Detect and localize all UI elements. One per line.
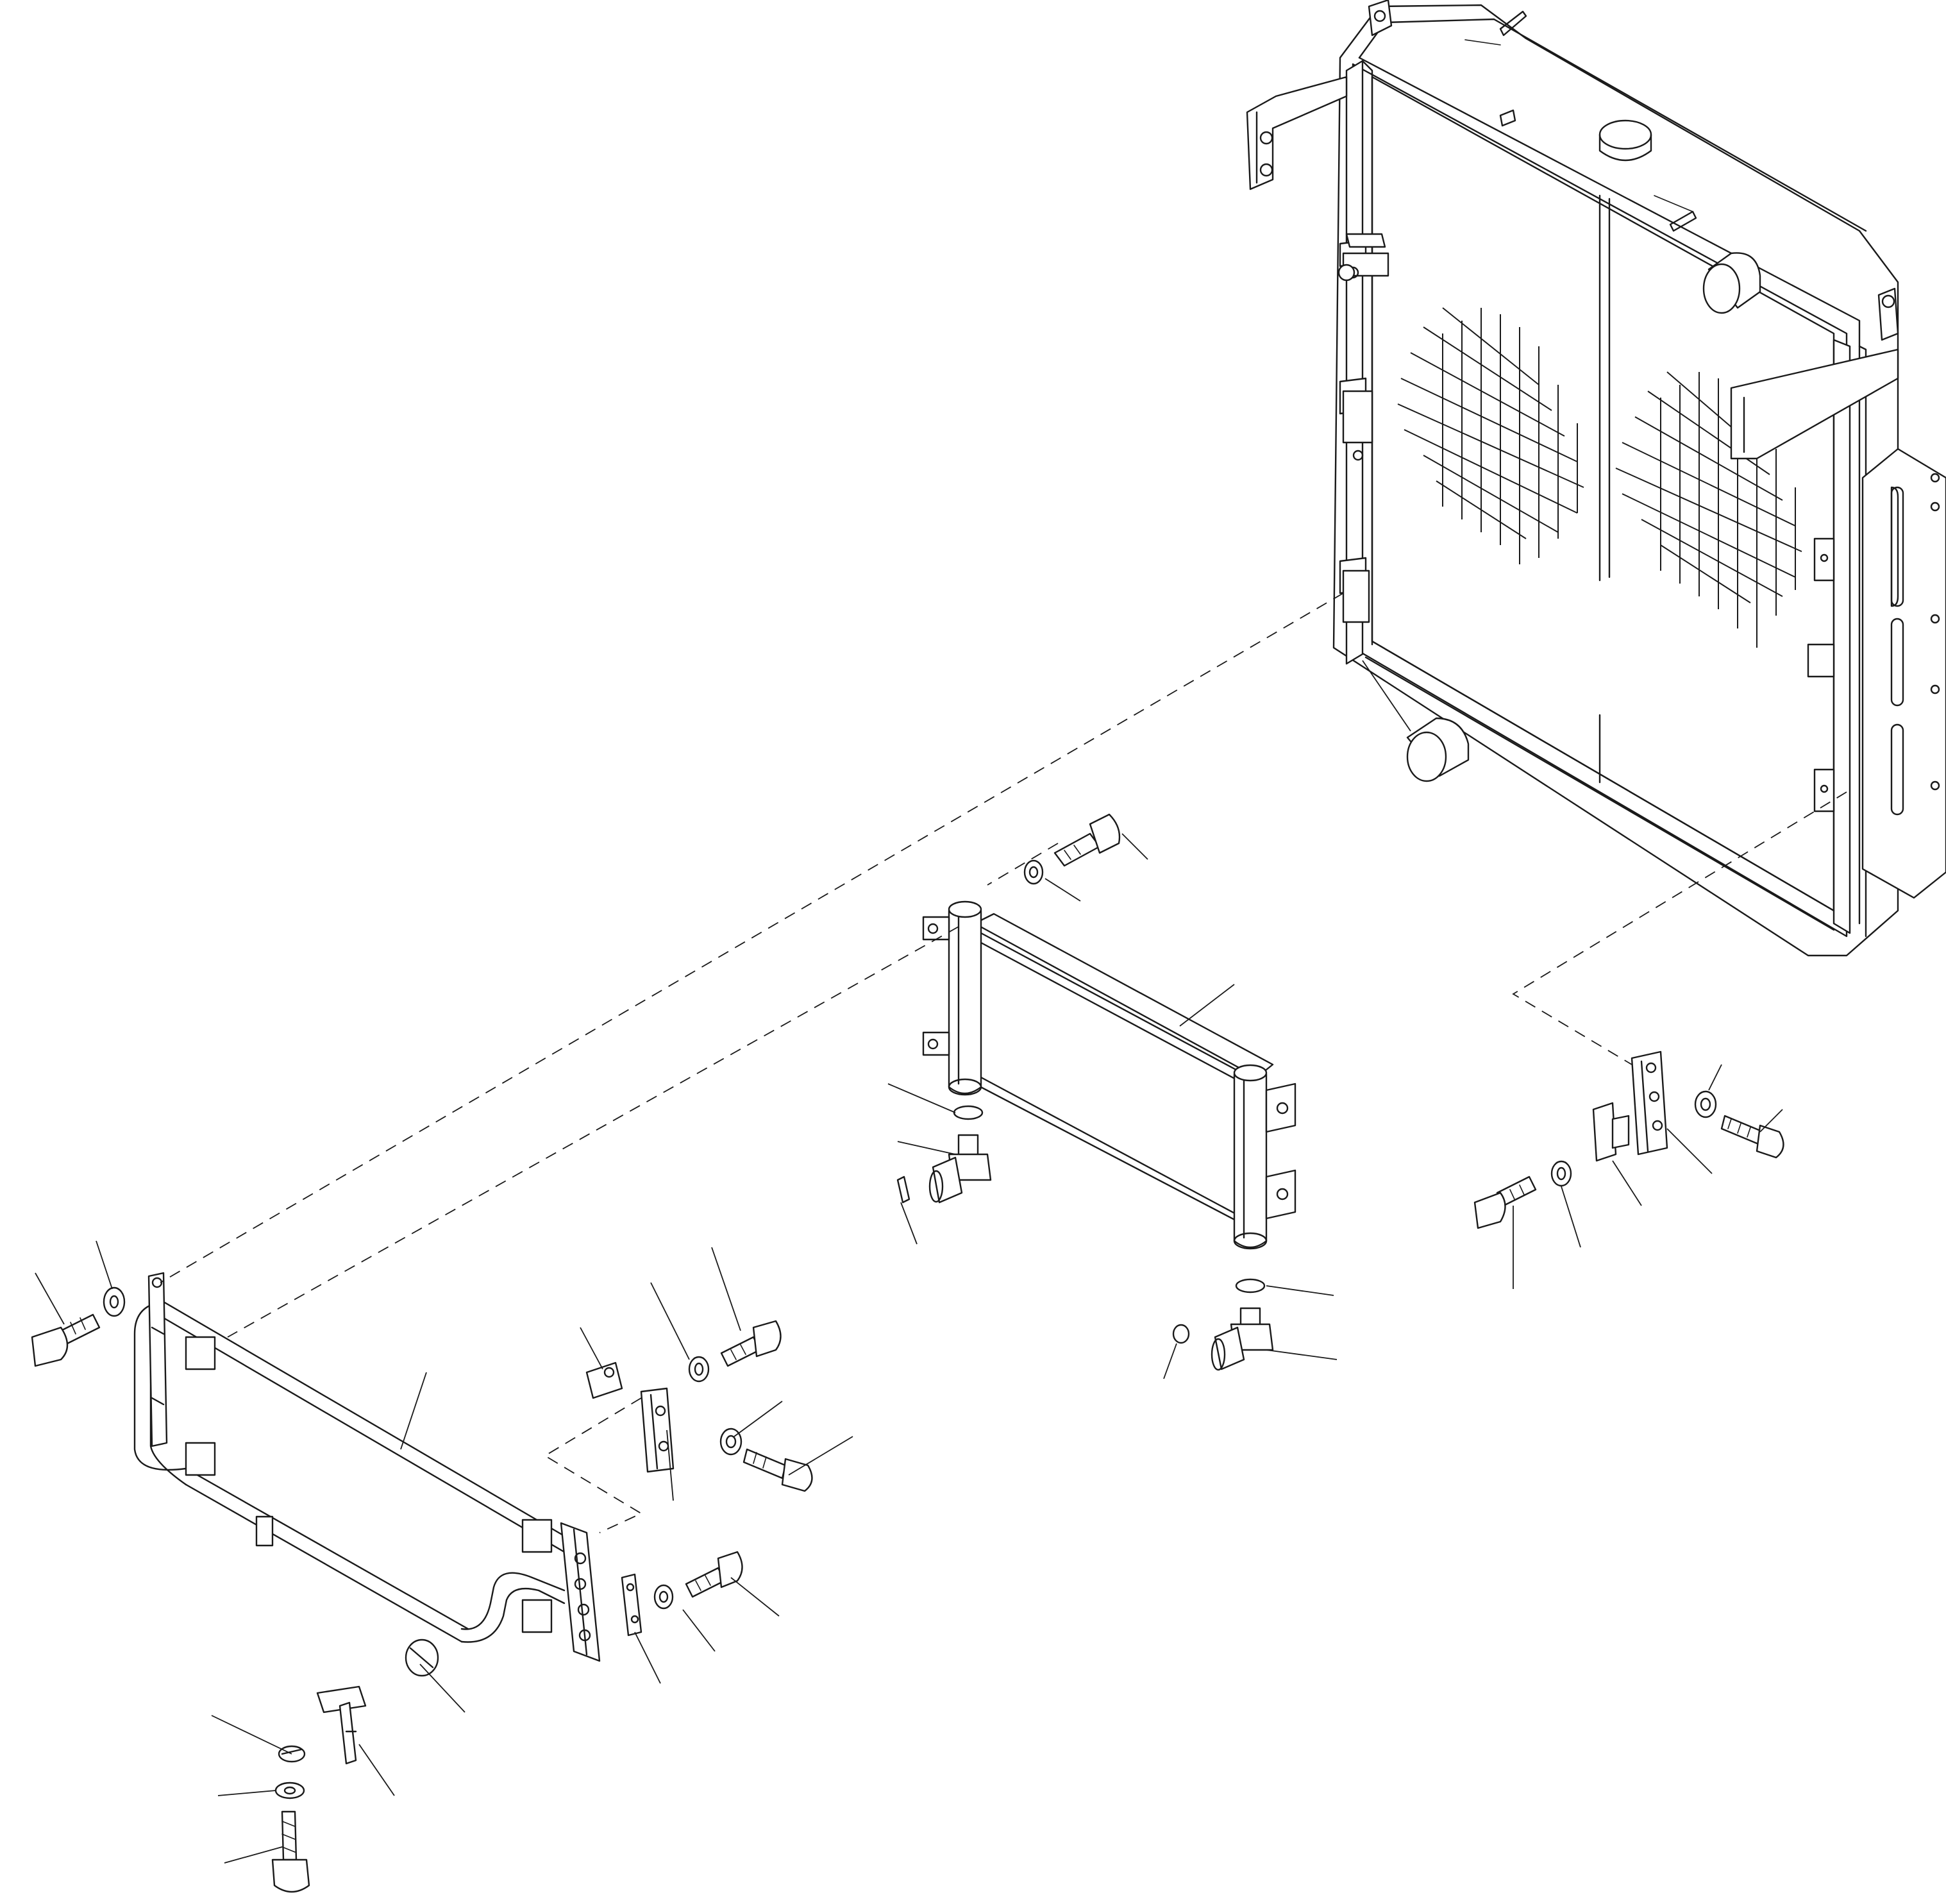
small-pin-left [896, 1175, 910, 1204]
bolt-right-upper [1720, 1115, 1784, 1159]
filler-cap [1598, 119, 1652, 162]
upper-left-bracket [1246, 76, 1348, 190]
bottom-washer-2 [274, 1782, 305, 1799]
side-guard-plate [1861, 448, 1946, 899]
bolt-right-lower [1473, 1175, 1537, 1229]
bolt-lower-middle [685, 1551, 743, 1598]
cooler-bolt-top [1053, 813, 1121, 867]
leader-lines [35, 660, 1783, 1864]
radiator-assembly [1246, 0, 1946, 957]
cooler-elbow-fitting-left [928, 1105, 992, 1204]
lifting-lug-right [1877, 287, 1899, 341]
small-plate [621, 1573, 642, 1637]
middle-bracket-clip [585, 1361, 623, 1399]
lower-right-bracket [1631, 1050, 1668, 1156]
washer-right-upper [1694, 1090, 1717, 1118]
middle-bracket-plate [640, 1387, 675, 1473]
washer-lower-middle [653, 1584, 674, 1610]
cooler-washer-top [1023, 859, 1044, 885]
washer-middle-2 [719, 1428, 742, 1456]
drain-plug [405, 1639, 439, 1677]
center-oil-cooler [922, 900, 1296, 1250]
clip-assembly-bottom [316, 1685, 367, 1765]
lifting-lug-top [1368, 0, 1393, 37]
core-mesh-right [1615, 371, 1802, 648]
washer-right-lower [1550, 1160, 1572, 1187]
frame-bolt-left [31, 1313, 101, 1367]
lower-hose-neck [1406, 717, 1470, 782]
upper-hose-neck [1702, 252, 1761, 314]
frame-washer-left [103, 1286, 126, 1317]
bottom-bolt [271, 1810, 310, 1893]
assembly-lines [160, 593, 1847, 1533]
core-mesh-left [1397, 307, 1584, 564]
o-ring-right [1172, 1324, 1190, 1344]
front-tube-guard-frame [133, 1272, 601, 1662]
washer-middle-1 [688, 1356, 710, 1383]
right-bracket-arm [1730, 348, 1899, 460]
bolt-middle-2 [742, 1448, 813, 1492]
bolt-middle-1 [720, 1320, 782, 1367]
cooler-elbow-fitting-right [1211, 1278, 1274, 1371]
right-clip-bracket [1592, 1102, 1630, 1162]
